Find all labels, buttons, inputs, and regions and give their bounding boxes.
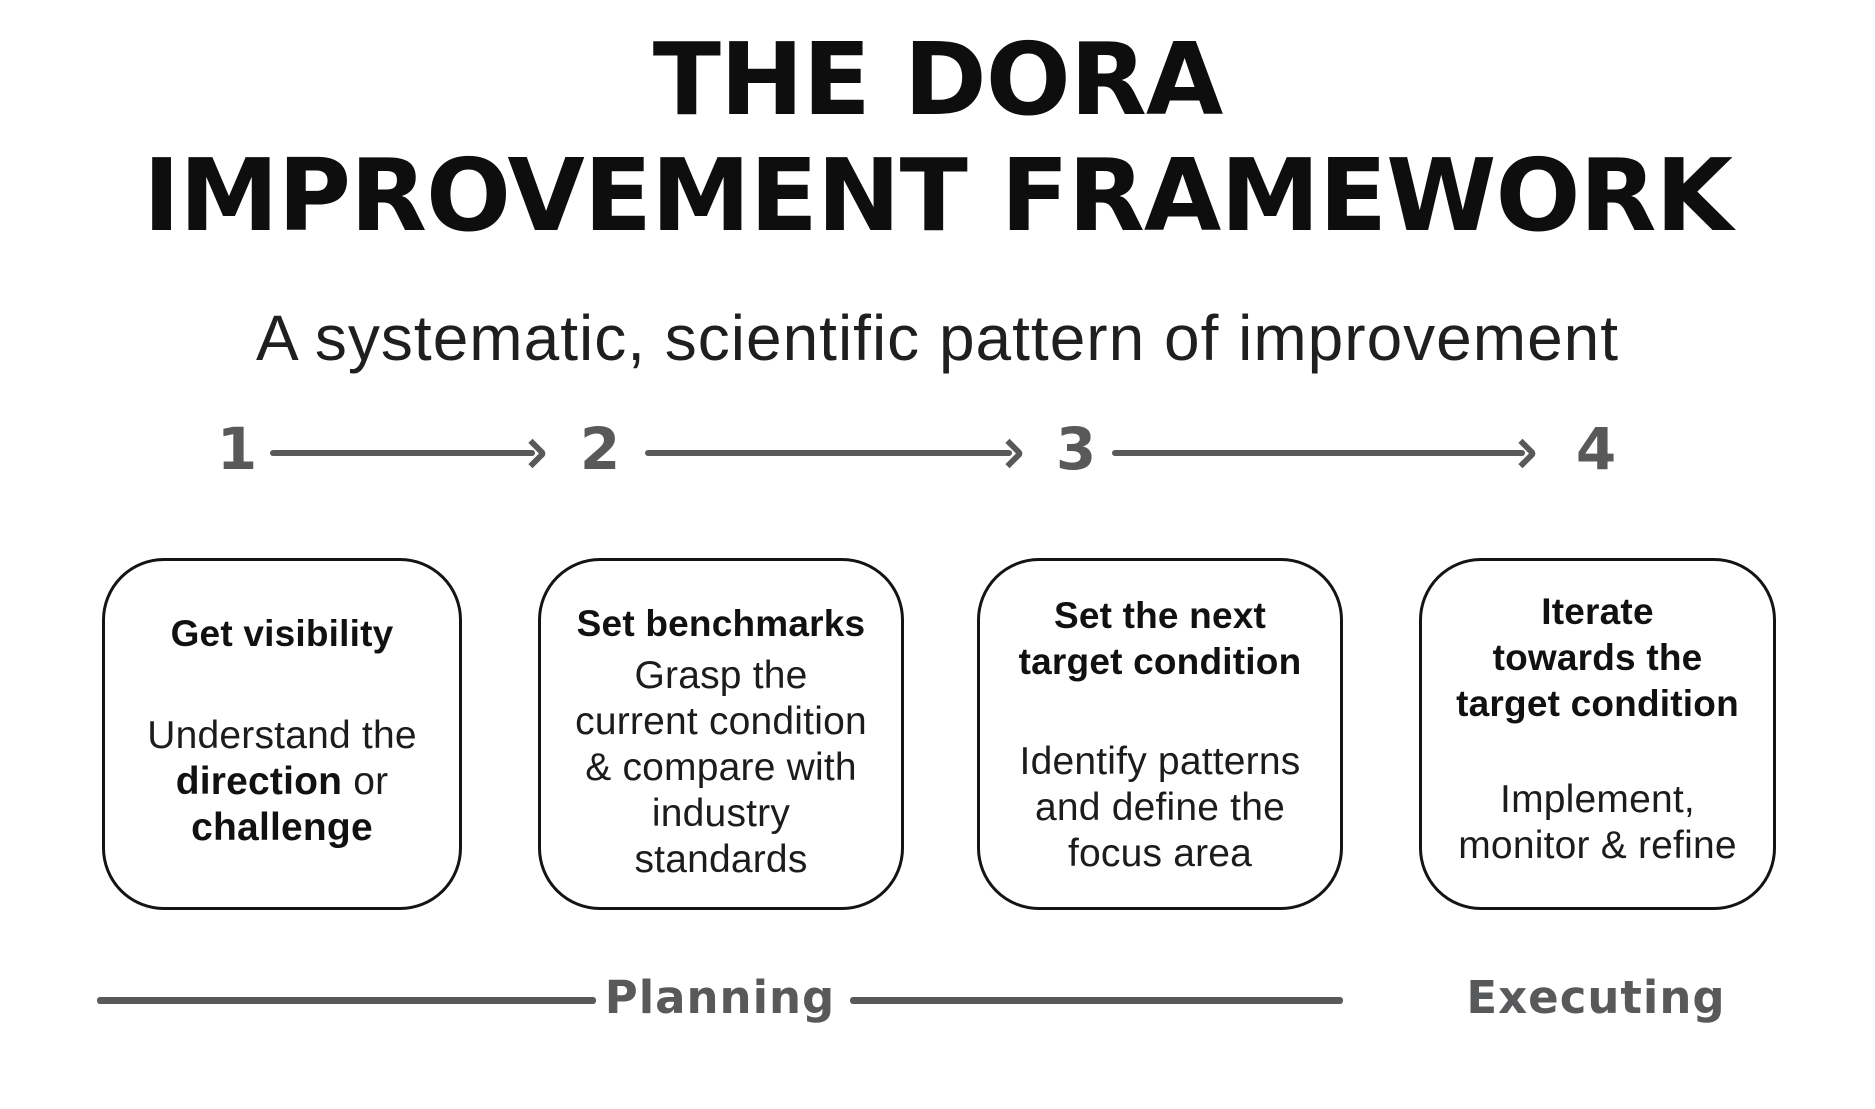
page-title-line-2: IMPROVEMENT FRAMEWORK: [143, 137, 1733, 254]
arrow-shaft: [645, 450, 1012, 456]
step-number-4: 4: [1575, 415, 1617, 483]
step-card-body: Understand the direction or challenge: [147, 714, 417, 849]
step-number-1: 1: [216, 415, 258, 483]
phase-label-executing: Executing: [1466, 971, 1726, 1024]
step-card-heading: Iterate towards the target condition: [1456, 591, 1739, 724]
step-card-heading: Get visibility: [170, 613, 394, 654]
step-card-set-benchmarks: Set benchmarks Grasp the current conditi…: [538, 558, 904, 910]
step-card-body: Grasp the current condition & compare wi…: [575, 654, 867, 881]
page-subtitle: A systematic, scientific pattern of impr…: [255, 302, 1620, 374]
step-number-3: 3: [1055, 415, 1097, 483]
step-card-iterate-towards-target: Iterate towards the target condition Imp…: [1419, 558, 1776, 910]
planning-phase-line-left: [97, 997, 596, 1004]
planning-phase-line-right: [850, 997, 1343, 1004]
arrow-head: [1507, 438, 1538, 469]
arrow-shaft: [270, 450, 535, 456]
step-card-set-next-target-condition: Set the next target condition Identify p…: [977, 558, 1343, 910]
step-card-heading: Set the next target condition: [1018, 595, 1302, 682]
page-title-line-1: THE DORA: [652, 21, 1223, 138]
right-arrow-icon: [1112, 438, 1538, 469]
right-arrow-icon: [270, 438, 548, 469]
step-card-body: Implement, monitor & refine: [1458, 778, 1737, 867]
arrow-head: [994, 438, 1025, 469]
arrow-shaft: [1112, 450, 1525, 456]
step-card-heading: Set benchmarks: [576, 603, 866, 644]
arrow-head: [517, 438, 548, 469]
step-card-get-visibility: Get visibility Understand the direction …: [102, 558, 462, 910]
right-arrow-icon: [645, 438, 1025, 469]
step-card-body: Identify patterns and define the focus a…: [1019, 740, 1301, 875]
phase-label-planning: Planning: [604, 971, 836, 1024]
step-number-2: 2: [579, 415, 621, 483]
